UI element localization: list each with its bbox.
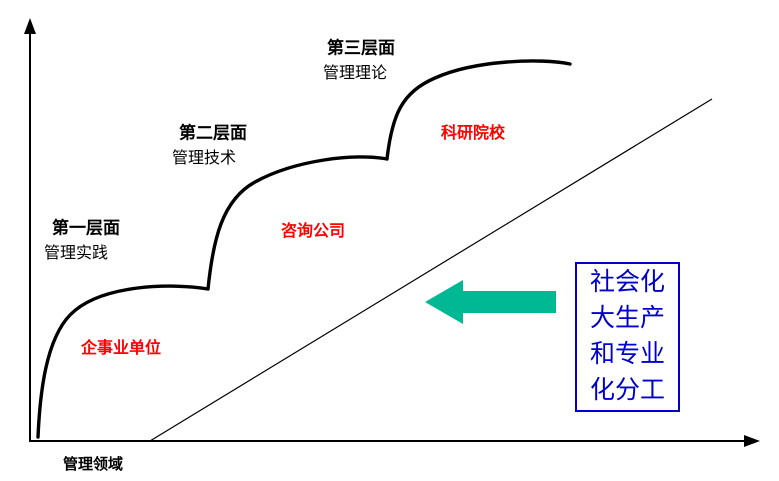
- left-arrow-icon: [425, 280, 556, 324]
- y-axis-arrowhead-icon: [24, 18, 36, 34]
- callout-line: 和专业: [589, 341, 665, 368]
- level-1-title: 第一层面: [52, 218, 120, 238]
- trend-line: [149, 98, 713, 442]
- org-label-consulting: 咨询公司: [280, 223, 346, 240]
- x-axis-arrowhead-icon: [744, 435, 760, 447]
- level-2-title: 第二层面: [179, 123, 247, 143]
- callout-line: 化分工: [589, 377, 665, 404]
- callout-box: 社会化 大生产 和专业 化分工: [575, 262, 680, 412]
- level-3-title: 第三层面: [327, 38, 395, 58]
- org-label-research: 科研院校: [440, 125, 506, 142]
- level-1-subtitle: 管理实践: [43, 245, 109, 262]
- level-2-subtitle: 管理技术: [171, 150, 237, 167]
- org-label-enterprise: 企事业单位: [80, 340, 162, 357]
- x-axis-label: 管理领域: [63, 456, 124, 473]
- callout-line: 大生产: [589, 305, 665, 332]
- growth-curve: [36, 59, 572, 439]
- callout-line: 社会化: [589, 269, 665, 296]
- level-3-subtitle: 管理理论: [322, 65, 388, 82]
